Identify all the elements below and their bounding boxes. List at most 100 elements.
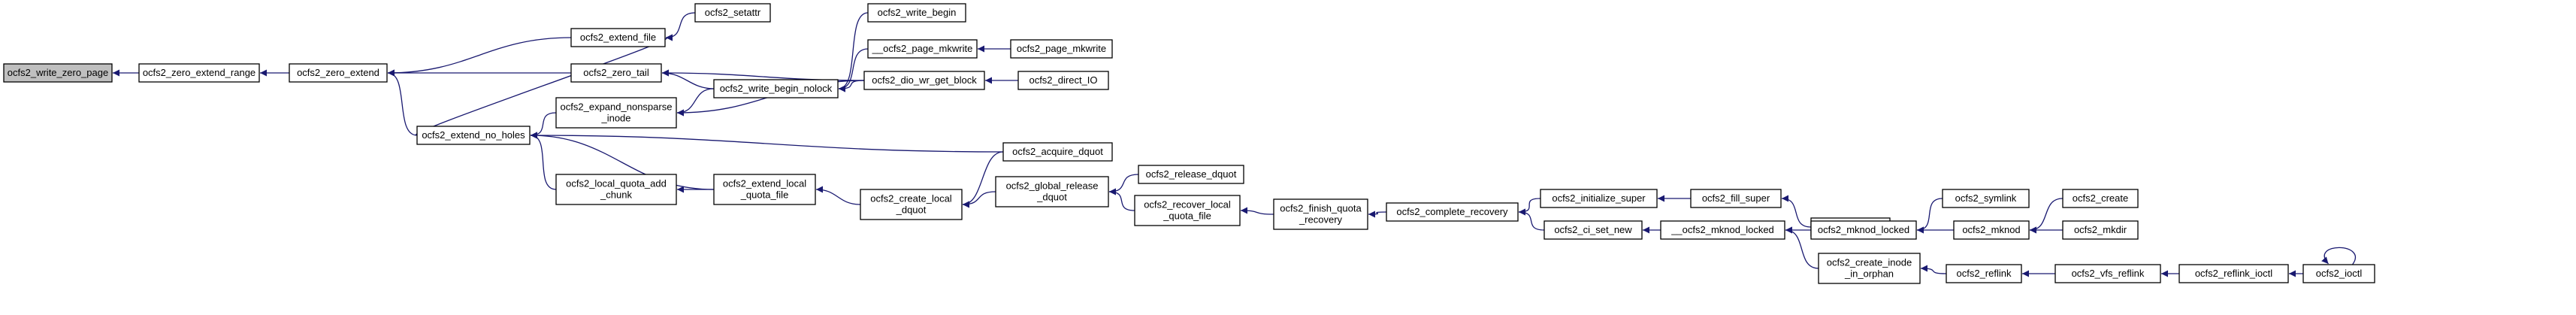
node-box (555, 174, 677, 205)
function-node-setattr[interactable]: ocfs2_setattr (694, 3, 771, 23)
node-label: ocfs2_expand_nonsparse (561, 101, 673, 113)
edge-ci-set-new-to-complete-recovery (1518, 208, 1545, 231)
function-node-acquire-dquot[interactable]: ocfs2_acquire_dquot (1002, 142, 1113, 162)
function-node-recover-local-quota-file[interactable]: ocfs2_recover_local_quota_file (1134, 195, 1241, 226)
node-box (995, 176, 1109, 207)
node-box (1543, 220, 1643, 240)
node-label: ocfs2_reflink (1957, 268, 2012, 279)
node-label: ocfs2_zero_extend (297, 67, 379, 78)
function-node-local-quota-add-chunk[interactable]: ocfs2_local_quota_add_chunk (555, 174, 677, 205)
node-label: ocfs2_fill_super (1702, 192, 1770, 204)
node-box (1134, 195, 1241, 226)
node-label: ocfs2_local_quota_add (566, 178, 667, 189)
function-node-create-local-dquot[interactable]: ocfs2_create_local_dquot (860, 189, 963, 220)
edge-extend-file-to-zero-extend (387, 37, 572, 77)
edge-create-to-mknod (2029, 198, 2064, 234)
node-box (863, 71, 985, 90)
node-label: ocfs2_zero_extend_range (143, 67, 255, 78)
function-node-write-zero-page[interactable]: ocfs2_write_zero_page (3, 63, 113, 83)
node-label: ocfs2_mkdir (2074, 224, 2127, 235)
edge-reflink-to-create-inode-in-orphan (1920, 265, 1947, 274)
node-label: ocfs2_page_mkwrite (1017, 43, 1106, 54)
node-label: ocfs2_mknod (1962, 224, 2020, 235)
function-node-reflink-ioctl[interactable]: ocfs2_reflink_ioctl (2178, 264, 2289, 283)
node-label: ocfs2_extend_local (723, 178, 806, 189)
node-label: ocfs2_recover_local (1144, 199, 1231, 211)
function-node-global-release-dquot[interactable]: ocfs2_global_release_dquot (995, 176, 1109, 207)
function-node-zero-extend-range[interactable]: ocfs2_zero_extend_range (138, 63, 260, 83)
edge-release-dquot-to-global-release-dquot (1108, 174, 1139, 195)
node-label: ocfs2_zero_tail (583, 67, 649, 78)
edge-create-inode-in-orphan-to-mknod-locked-internal (1785, 226, 1819, 269)
node-label: ocfs2_global_release (1006, 180, 1099, 192)
node-box (1942, 189, 2030, 208)
function-node-symlink[interactable]: ocfs2_symlink (1942, 189, 2030, 208)
function-node-create[interactable]: ocfs2_create (2062, 189, 2139, 208)
function-node-vfs-reflink[interactable]: ocfs2_vfs_reflink (2054, 264, 2161, 283)
function-node-mkdir[interactable]: ocfs2_mkdir (2062, 220, 2139, 240)
function-node-zero-extend[interactable]: ocfs2_zero_extend (289, 63, 388, 83)
node-box (138, 63, 260, 83)
function-node-mknod-locked-internal[interactable]: __ocfs2_mknod_locked (1660, 220, 1785, 240)
node-label: ocfs2_create_local (870, 193, 952, 204)
function-node-extend-no-holes[interactable]: ocfs2_extend_no_holes (416, 126, 531, 145)
node-box (2062, 189, 2139, 208)
edge-create-local-dquot-to-extend-local-quota-file (815, 186, 861, 205)
function-node-dio-wr-get-block[interactable]: ocfs2_dio_wr_get_block (863, 71, 985, 90)
node-label: _dquot (896, 204, 927, 216)
node-box (1540, 189, 1658, 208)
node-box (713, 79, 839, 98)
edge-mount-to-fill-super (1781, 195, 1812, 228)
node-box (1810, 220, 1917, 240)
edge-complete-recovery-to-finish-quota-recovery (1368, 211, 1387, 218)
node-label: _dquot (1036, 192, 1067, 203)
node-label: ocfs2_ci_set_new (1554, 224, 1632, 235)
node-label: ocfs2_write_begin_nolock (720, 83, 833, 94)
node-box (1386, 202, 1519, 222)
node-box (1660, 220, 1785, 240)
node-box (1138, 165, 1244, 184)
edge-write-begin-nolock-to-expand-nonsparse (676, 88, 715, 117)
function-node-direct-io[interactable]: ocfs2_direct_IO (1017, 71, 1109, 90)
function-node-page-mkwrite-internal[interactable]: __ocfs2_page_mkwrite (867, 39, 978, 59)
node-label: ocfs2_reflink_ioctl (2195, 268, 2272, 279)
node-box (570, 63, 662, 83)
node-label: ocfs2_vfs_reflink (2072, 268, 2145, 279)
node-box (289, 63, 388, 83)
function-node-fill-super[interactable]: ocfs2_fill_super (1690, 189, 1782, 208)
function-node-write-begin-nolock[interactable]: ocfs2_write_begin_nolock (713, 79, 839, 98)
node-label: ocfs2_finish_quota (1280, 203, 1362, 214)
node-label: _recovery (1299, 214, 1343, 226)
function-node-complete-recovery[interactable]: ocfs2_complete_recovery (1386, 202, 1519, 222)
function-node-mknod[interactable]: ocfs2_mknod (1953, 220, 2030, 240)
edge-ioctl-to-ioctl (2321, 247, 2356, 265)
function-node-write-begin[interactable]: ocfs2_write_begin (867, 3, 966, 23)
node-label: ocfs2_ioctl (2316, 268, 2363, 279)
node-box (2178, 264, 2289, 283)
node-box (3, 63, 113, 83)
function-node-initialize-super[interactable]: ocfs2_initialize_super (1540, 189, 1658, 208)
function-node-expand-nonsparse[interactable]: ocfs2_expand_nonsparse_inode (555, 97, 677, 129)
node-box (1002, 142, 1113, 162)
edge-write-begin-to-write-begin-nolock (838, 12, 869, 92)
node-box (1273, 198, 1368, 230)
function-node-mknod-locked[interactable]: ocfs2_mknod_locked (1810, 220, 1917, 240)
node-box (713, 174, 816, 205)
function-node-create-inode-in-orphan[interactable]: ocfs2_create_inode_in_orphan (1818, 253, 1921, 284)
node-label: ocfs2_complete_recovery (1396, 206, 1508, 217)
node-box (860, 189, 963, 220)
function-node-ci-set-new[interactable]: ocfs2_ci_set_new (1543, 220, 1643, 240)
function-node-reflink[interactable]: ocfs2_reflink (1946, 264, 2022, 283)
function-node-extend-file[interactable]: ocfs2_extend_file (570, 28, 666, 47)
edge-extend-local-quota-file-to-extend-no-holes (530, 132, 715, 190)
node-label: ocfs2_mknod_locked (1818, 224, 1909, 235)
function-node-zero-tail[interactable]: ocfs2_zero_tail (570, 63, 662, 83)
function-node-ioctl[interactable]: ocfs2_ioctl (2302, 264, 2375, 283)
function-node-release-dquot[interactable]: ocfs2_release_dquot (1138, 165, 1244, 184)
function-node-page-mkwrite[interactable]: ocfs2_page_mkwrite (1010, 39, 1113, 59)
node-label: ocfs2_release_dquot (1146, 168, 1237, 180)
function-node-finish-quota-recovery[interactable]: ocfs2_finish_quota_recovery (1273, 198, 1368, 230)
node-label: ocfs2_create_inode (1827, 257, 1912, 268)
function-node-extend-local-quota-file[interactable]: ocfs2_extend_local_quota_file (713, 174, 816, 205)
